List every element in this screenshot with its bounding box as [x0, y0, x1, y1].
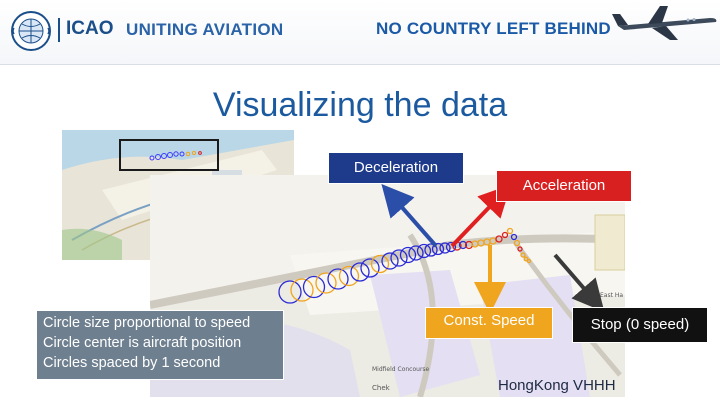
stop-label: Stop (0 speed) [572, 307, 708, 343]
airplane-icon [612, 6, 717, 40]
header-divider [58, 18, 60, 42]
header-tagline: NO COUNTRY LEFT BEHIND [376, 19, 611, 38]
legend-info-box: Circle size proportional to speed Circle… [36, 310, 284, 380]
overview-focus-box [119, 139, 219, 171]
map-label-concourse: Midfield Concourse [372, 366, 430, 373]
icao-emblem-icon [11, 11, 51, 51]
uniting-aviation-label: UNITING AVIATION [126, 20, 284, 39]
slide-header: ICAO UNITING AVIATION NO COUNTRY LEFT BE… [0, 0, 720, 65]
icao-label: ICAO [66, 18, 114, 39]
slide-title: Visualizing the data [212, 86, 508, 124]
info-line-size: Circle size proportional to speed [43, 315, 251, 331]
map-label-east: East Ha [600, 292, 623, 299]
deceleration-label: Deceleration [328, 152, 464, 184]
overview-track [149, 150, 202, 161]
airport-label: HongKong VHHH [498, 377, 616, 394]
acceleration-label: Acceleration [496, 170, 632, 202]
const-speed-label: Const. Speed [425, 307, 553, 339]
info-line-center: Circle center is aircraft position [43, 335, 242, 351]
info-line-spacing: Circles spaced by 1 second [43, 355, 221, 371]
map-label-chek: Chek [372, 384, 391, 392]
